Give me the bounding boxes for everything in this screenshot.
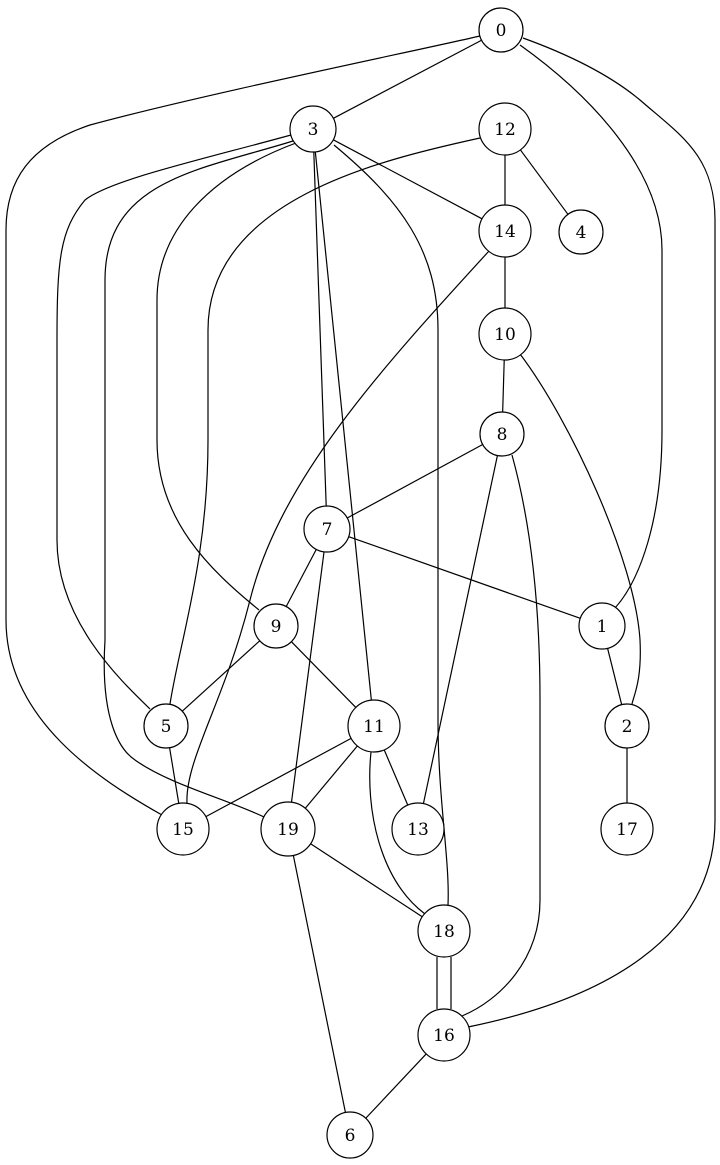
- edge-3-18: [333, 144, 449, 906]
- node-circle: [253, 603, 299, 649]
- node-circle: [156, 802, 210, 856]
- node-label: 4: [576, 223, 587, 243]
- edge-3-14: [333, 139, 483, 220]
- edge-9-11: [290, 641, 357, 708]
- node-10: 10: [478, 307, 532, 361]
- edge-8-16: [461, 454, 541, 1017]
- node-circle: [600, 802, 654, 856]
- edge-11-13: [383, 749, 409, 806]
- node-label: 6: [345, 1126, 356, 1146]
- node-11: 11: [347, 699, 401, 753]
- node-label: 15: [172, 820, 194, 840]
- node-label: 10: [494, 325, 516, 345]
- node-1: 1: [578, 602, 626, 650]
- node-circle: [478, 102, 532, 156]
- node-label: 9: [271, 617, 282, 637]
- node-13: 13: [391, 802, 445, 856]
- edge-11-19: [304, 745, 358, 809]
- edge-1-2: [606, 648, 623, 705]
- edge-7-9: [285, 549, 317, 607]
- node-circle: [604, 703, 650, 749]
- node-circle: [478, 204, 532, 258]
- node-14: 14: [478, 204, 532, 258]
- node-circle: [143, 703, 189, 749]
- node-4: 4: [558, 209, 604, 255]
- node-label: 1: [597, 617, 608, 637]
- node-label: 3: [308, 120, 319, 140]
- edge-14-15: [186, 250, 490, 804]
- node-12: 12: [478, 102, 532, 156]
- node-circle: [478, 7, 524, 53]
- edge-7-1: [348, 536, 581, 619]
- node-label: 12: [494, 120, 516, 140]
- node-label: 5: [161, 717, 172, 737]
- edge-12-5: [169, 137, 481, 705]
- node-8: 8: [479, 411, 525, 457]
- node-circle: [578, 602, 626, 650]
- edge-3-9: [156, 142, 297, 611]
- node-circle: [417, 1008, 471, 1062]
- node-label: 7: [322, 520, 333, 540]
- edge-16-6: [365, 1053, 427, 1119]
- edge-8-7: [346, 443, 483, 519]
- node-circle: [478, 307, 532, 361]
- edge-0-15: [5, 35, 481, 816]
- node-circle: [347, 699, 401, 753]
- node-3: 3: [289, 105, 337, 153]
- edge-11-15: [205, 737, 352, 818]
- node-label: 11: [363, 717, 385, 737]
- node-2: 2: [604, 703, 650, 749]
- node-5: 5: [143, 703, 189, 749]
- node-label: 13: [407, 820, 429, 840]
- node-circle: [391, 802, 445, 856]
- edge-11-18: [369, 751, 426, 915]
- edge-9-5: [181, 640, 261, 712]
- node-19: 19: [260, 801, 316, 857]
- node-17: 17: [600, 802, 654, 856]
- node-label: 0: [496, 21, 507, 41]
- node-label: 17: [616, 820, 638, 840]
- node-16: 16: [417, 1008, 471, 1062]
- node-label: 18: [433, 922, 455, 942]
- node-7: 7: [303, 505, 351, 553]
- node-circle: [303, 505, 351, 553]
- edge-0-16: [467, 37, 716, 1028]
- node-label: 16: [433, 1026, 455, 1046]
- edge-0-3: [333, 39, 482, 119]
- node-label: 8: [497, 425, 508, 445]
- node-circle: [558, 209, 604, 255]
- node-18: 18: [417, 904, 471, 958]
- edge-19-6: [292, 855, 347, 1113]
- edge-3-5: [56, 134, 292, 710]
- node-circle: [260, 801, 316, 857]
- edge-7-19: [290, 551, 325, 803]
- node-6: 6: [326, 1111, 374, 1159]
- node-circle: [417, 904, 471, 958]
- edge-10-2: [519, 353, 641, 705]
- node-9: 9: [253, 603, 299, 649]
- edge-12-4: [519, 149, 569, 215]
- node-label: 14: [494, 222, 516, 242]
- node-label: 19: [277, 820, 299, 840]
- node-15: 15: [156, 802, 210, 856]
- edge-19-18: [310, 843, 423, 918]
- node-circle: [289, 105, 337, 153]
- edge-3-11: [314, 151, 372, 701]
- edge-10-8: [502, 359, 505, 413]
- node-circle: [479, 411, 525, 457]
- node-circle: [326, 1111, 374, 1159]
- node-label: 2: [622, 717, 633, 737]
- edge-3-19: [103, 140, 294, 819]
- node-0: 0: [478, 7, 524, 53]
- edge-8-13: [422, 455, 499, 804]
- edge-5-15: [168, 747, 180, 804]
- edge-0-1: [519, 44, 663, 609]
